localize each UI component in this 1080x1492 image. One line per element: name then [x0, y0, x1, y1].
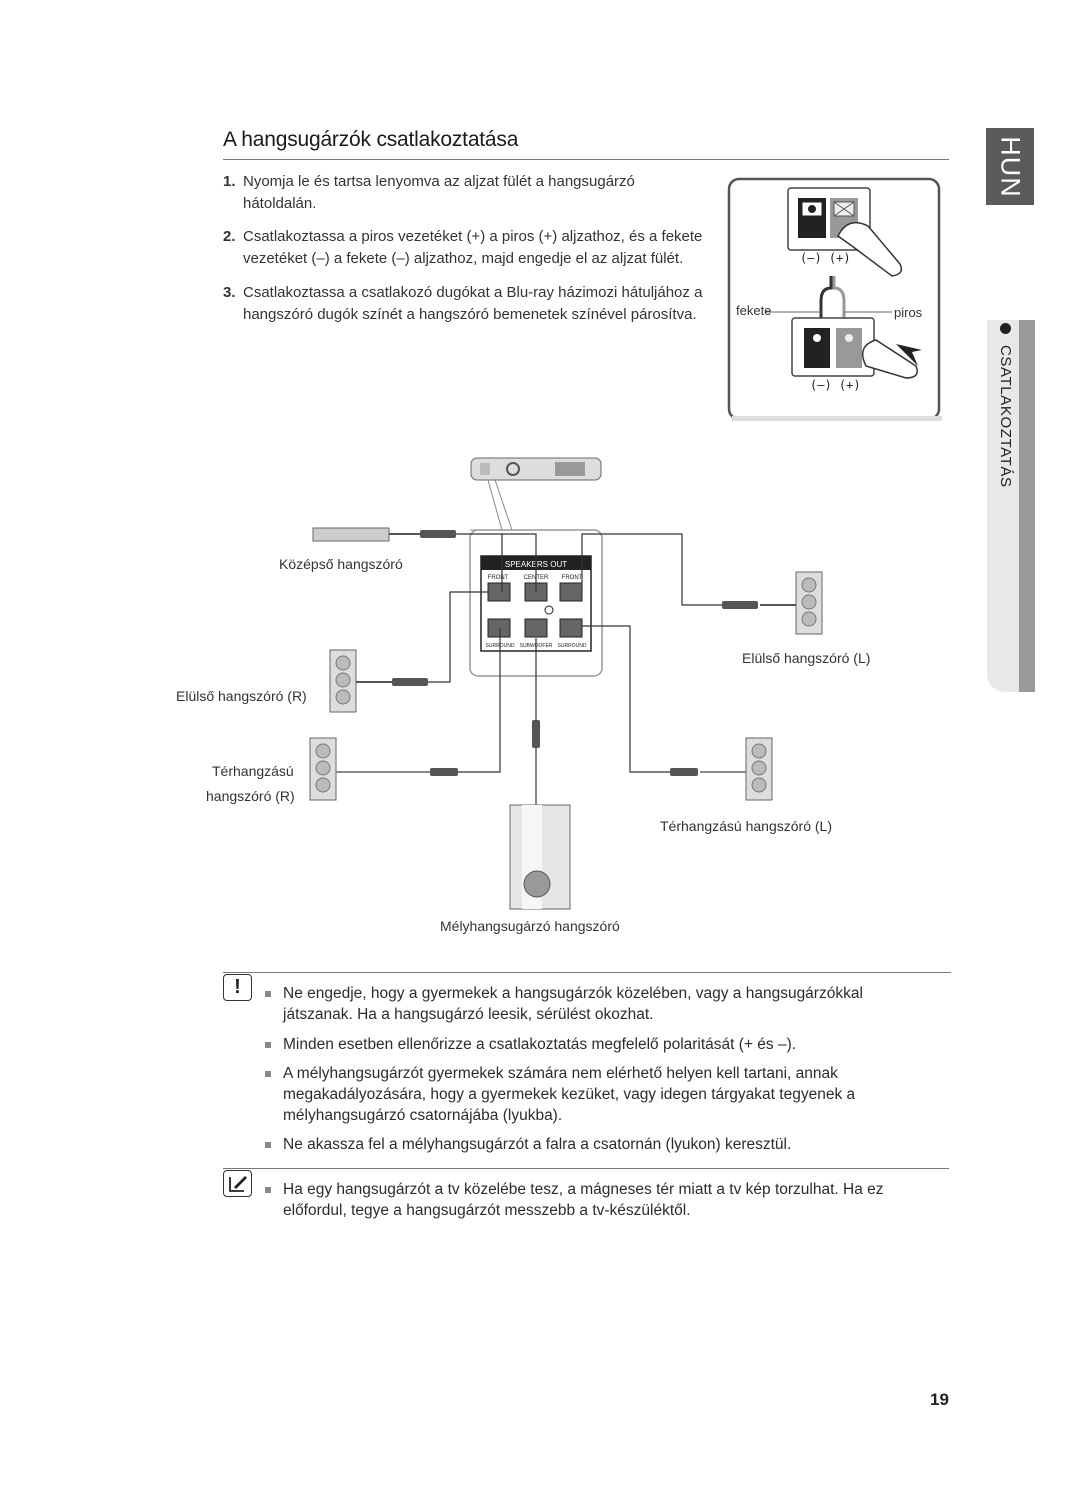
language-tab: HUN — [986, 128, 1034, 205]
wiring-diagram: SPEAKERS OUT FRONT CENTER FRONT SURROUND… — [309, 457, 823, 910]
subwoofer-label: Mélyhangsugárzó hangszóró — [440, 918, 620, 934]
caution-note-4: Ne akassza fel a mélyhangsugárzót a falr… — [265, 1134, 945, 1155]
language-tab-label: HUN — [995, 135, 1026, 198]
title-divider — [223, 159, 949, 160]
front-right-label: Elülső hangszóró (R) — [176, 688, 307, 704]
svg-text:(–) (+): (–) (+) — [810, 378, 861, 392]
caution-divider — [223, 972, 951, 973]
surround-right-label-2: hangszóró (R) — [206, 788, 295, 804]
terminal-bottom-icon — [791, 317, 922, 379]
step-number: 1. — [223, 173, 236, 190]
section-label: CSATLAKOZTATÁS — [997, 345, 1014, 488]
caution-note-3: A mélyhangsugárzót gyermekek számára nem… — [265, 1063, 945, 1126]
svg-text:FRONT: FRONT — [562, 575, 583, 581]
step-text: Nyomja le és tartsa lenyomva az aljzat f… — [243, 173, 635, 212]
info-note-text: Ha egy hangsugárzót a tv közelébe tesz, … — [283, 1181, 884, 1219]
terminal-illustration: (–) (+) fekete piros (–) (+) — [727, 177, 942, 421]
note-pencil-icon — [223, 1170, 252, 1197]
arrow-icon — [896, 344, 922, 366]
surround-right-label-1: Térhangzású — [212, 763, 294, 779]
svg-text:piros: piros — [894, 305, 923, 320]
note-divider — [223, 1168, 949, 1169]
section-bullet-icon — [1000, 323, 1011, 334]
step-2: 2. Csatlakoztassa a piros vezetéket (+) … — [223, 226, 703, 270]
info-note-1: Ha egy hangsugárzót a tv közelébe tesz, … — [265, 1179, 945, 1221]
page-number: 19 — [930, 1390, 949, 1409]
step-1: 1. Nyomja le és tartsa lenyomva az aljza… — [223, 171, 703, 215]
surround-left-label: Térhangzású hangszóró (L) — [660, 818, 832, 834]
caution-note-text: Ne engedje, hogy a gyermekek a hangsugár… — [283, 985, 863, 1023]
svg-text:SURROUND: SURROUND — [558, 643, 587, 649]
svg-text:FRONT: FRONT — [488, 575, 509, 581]
center-speaker-icon — [312, 527, 390, 542]
front-left-label: Elülső hangszóró (L) — [742, 650, 871, 666]
step-number: 2. — [223, 228, 236, 245]
receiver-unit-icon — [470, 457, 602, 481]
section-band-edge — [1019, 320, 1035, 692]
caution-note-text: A mélyhangsugárzót gyermekek számára nem… — [283, 1065, 856, 1124]
subwoofer-icon — [509, 804, 571, 910]
step-number: 3. — [223, 284, 236, 301]
caution-note-2: Minden esetben ellenőrizze a csatlakozta… — [265, 1034, 945, 1055]
step-text: Csatlakoztassa a csatlakozó dugókat a Bl… — [243, 284, 703, 323]
caution-exclamation-icon: ! — [223, 974, 252, 1001]
caution-note-text: Ne akassza fel a mélyhangsugárzót a falr… — [283, 1136, 792, 1153]
page-title: A hangsugárzók csatlakoztatása — [223, 128, 519, 151]
center-speaker-label: Középső hangszóró — [279, 556, 403, 572]
svg-text:fekete: fekete — [736, 303, 771, 318]
terminal-top-icon — [787, 187, 903, 277]
caution-note-1: Ne engedje, hogy a gyermekek a hangsugár… — [265, 983, 945, 1025]
step-text: Csatlakoztassa a piros vezetéket (+) a p… — [243, 228, 703, 267]
step-3: 3. Csatlakoztassa a csatlakozó dugókat a… — [223, 282, 703, 348]
svg-text:(–) (+): (–) (+) — [800, 251, 851, 265]
caution-note-text: Minden esetben ellenőrizze a csatlakozta… — [283, 1036, 797, 1053]
